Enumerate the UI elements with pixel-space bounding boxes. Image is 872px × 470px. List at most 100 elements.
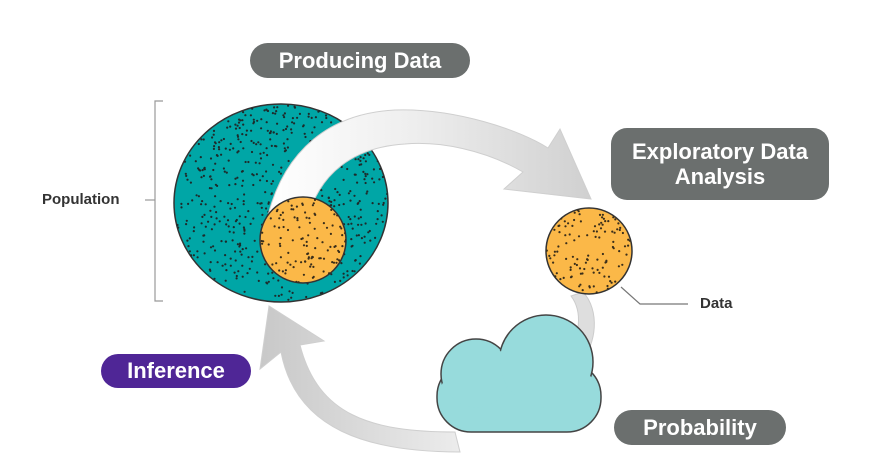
speckle-dot <box>604 220 607 223</box>
speckle-dot <box>180 202 183 205</box>
sample-dots <box>260 198 346 283</box>
speckle-dot <box>341 234 344 237</box>
speckle-dot <box>358 200 361 203</box>
speckle-dot <box>340 227 343 230</box>
speckle-dot <box>330 208 333 211</box>
speckle-dot <box>621 263 624 266</box>
speckle-dot <box>249 114 252 117</box>
speckle-dot <box>593 225 597 228</box>
speckle-dot <box>241 133 244 136</box>
speckle-dot <box>559 278 562 281</box>
speckle-dot <box>278 269 281 272</box>
speckle-dot <box>592 230 595 233</box>
speckle-dot <box>618 250 621 253</box>
speckle-dot <box>265 147 268 150</box>
speckle-dot <box>262 240 265 243</box>
speckle-dot <box>272 131 275 134</box>
speckle-dot <box>557 245 560 248</box>
speckle-dot <box>360 163 363 166</box>
speckle-dot <box>291 121 294 124</box>
speckle-dot <box>571 255 575 258</box>
speckle-dot <box>596 268 599 271</box>
speckle-dot <box>598 213 602 216</box>
speckle-dot <box>546 249 548 252</box>
speckle-dot <box>554 275 557 278</box>
speckle-dot <box>252 120 256 124</box>
speckle-dot <box>308 217 311 220</box>
speckle-dot <box>305 244 308 247</box>
speckle-dot <box>371 177 374 180</box>
speckle-dot <box>257 141 260 144</box>
speckle-dot <box>196 250 199 253</box>
speckle-dot <box>333 245 336 248</box>
speckle-dot <box>569 276 573 279</box>
speckle-dot <box>573 218 576 222</box>
speckle-dot <box>213 223 216 226</box>
speckle-dot <box>192 230 195 233</box>
speckle-dot <box>351 244 354 247</box>
speckle-dot <box>349 218 352 221</box>
speckle-dot <box>212 147 215 150</box>
speckle-dot <box>228 148 231 151</box>
speckle-dot <box>577 210 580 213</box>
speckle-dot <box>360 223 363 226</box>
speckle-dot <box>354 259 357 262</box>
speckle-dot <box>592 285 595 288</box>
speckle-dot <box>360 237 363 240</box>
speckle-dot <box>267 272 270 275</box>
speckle-dot <box>251 173 254 176</box>
speckle-dot <box>349 199 352 202</box>
speckle-dot <box>187 245 190 248</box>
speckle-dot <box>382 203 385 206</box>
speckle-dot <box>335 261 338 264</box>
speckle-dot <box>553 254 556 257</box>
speckle-dot <box>576 258 579 261</box>
speckle-dot <box>342 178 345 181</box>
speckle-dot <box>309 265 312 268</box>
speckle-dot <box>185 219 188 222</box>
speckle-dot <box>373 181 376 184</box>
speckle-dot <box>325 226 329 229</box>
speckle-dot <box>562 276 565 279</box>
speckle-dot <box>259 143 262 146</box>
speckle-dot <box>350 222 353 225</box>
speckle-dot <box>230 202 233 206</box>
speckle-dot <box>368 153 371 156</box>
speckle-dot <box>210 228 213 231</box>
inference-badge: Inference <box>101 354 251 388</box>
speckle-dot <box>234 259 237 262</box>
speckle-dot <box>290 128 293 131</box>
speckle-dot <box>377 202 380 205</box>
speckle-dot <box>359 159 362 162</box>
speckle-dot <box>213 205 216 208</box>
speckle-dot <box>186 178 189 181</box>
speckle-dot <box>270 182 273 185</box>
speckle-dot <box>229 125 232 128</box>
speckle-dot <box>265 207 268 210</box>
speckle-dot <box>286 138 289 141</box>
speckle-dot <box>272 277 275 280</box>
speckle-dot <box>611 245 615 249</box>
speckle-dot <box>331 261 334 264</box>
speckle-dot <box>302 273 305 276</box>
speckle-dot <box>357 234 360 237</box>
speckle-dot <box>254 161 257 164</box>
speckle-dot <box>188 237 191 240</box>
speckle-dot <box>571 224 574 227</box>
population-label: Population <box>42 191 120 208</box>
speckle-dot <box>617 222 620 225</box>
speckle-dot <box>328 200 331 203</box>
speckle-dot <box>217 146 220 149</box>
speckle-dot <box>304 211 307 214</box>
speckle-dot <box>567 222 570 225</box>
speckle-dot <box>366 190 369 193</box>
speckle-dot <box>204 225 207 228</box>
speckle-dot <box>349 190 352 193</box>
speckle-dot <box>618 228 621 232</box>
speckle-dot <box>215 217 218 220</box>
speckle-dot <box>347 215 350 219</box>
speckle-dot <box>565 242 568 245</box>
speckle-dot <box>227 202 230 205</box>
speckle-dot <box>378 178 381 181</box>
speckle-dot <box>214 195 217 198</box>
